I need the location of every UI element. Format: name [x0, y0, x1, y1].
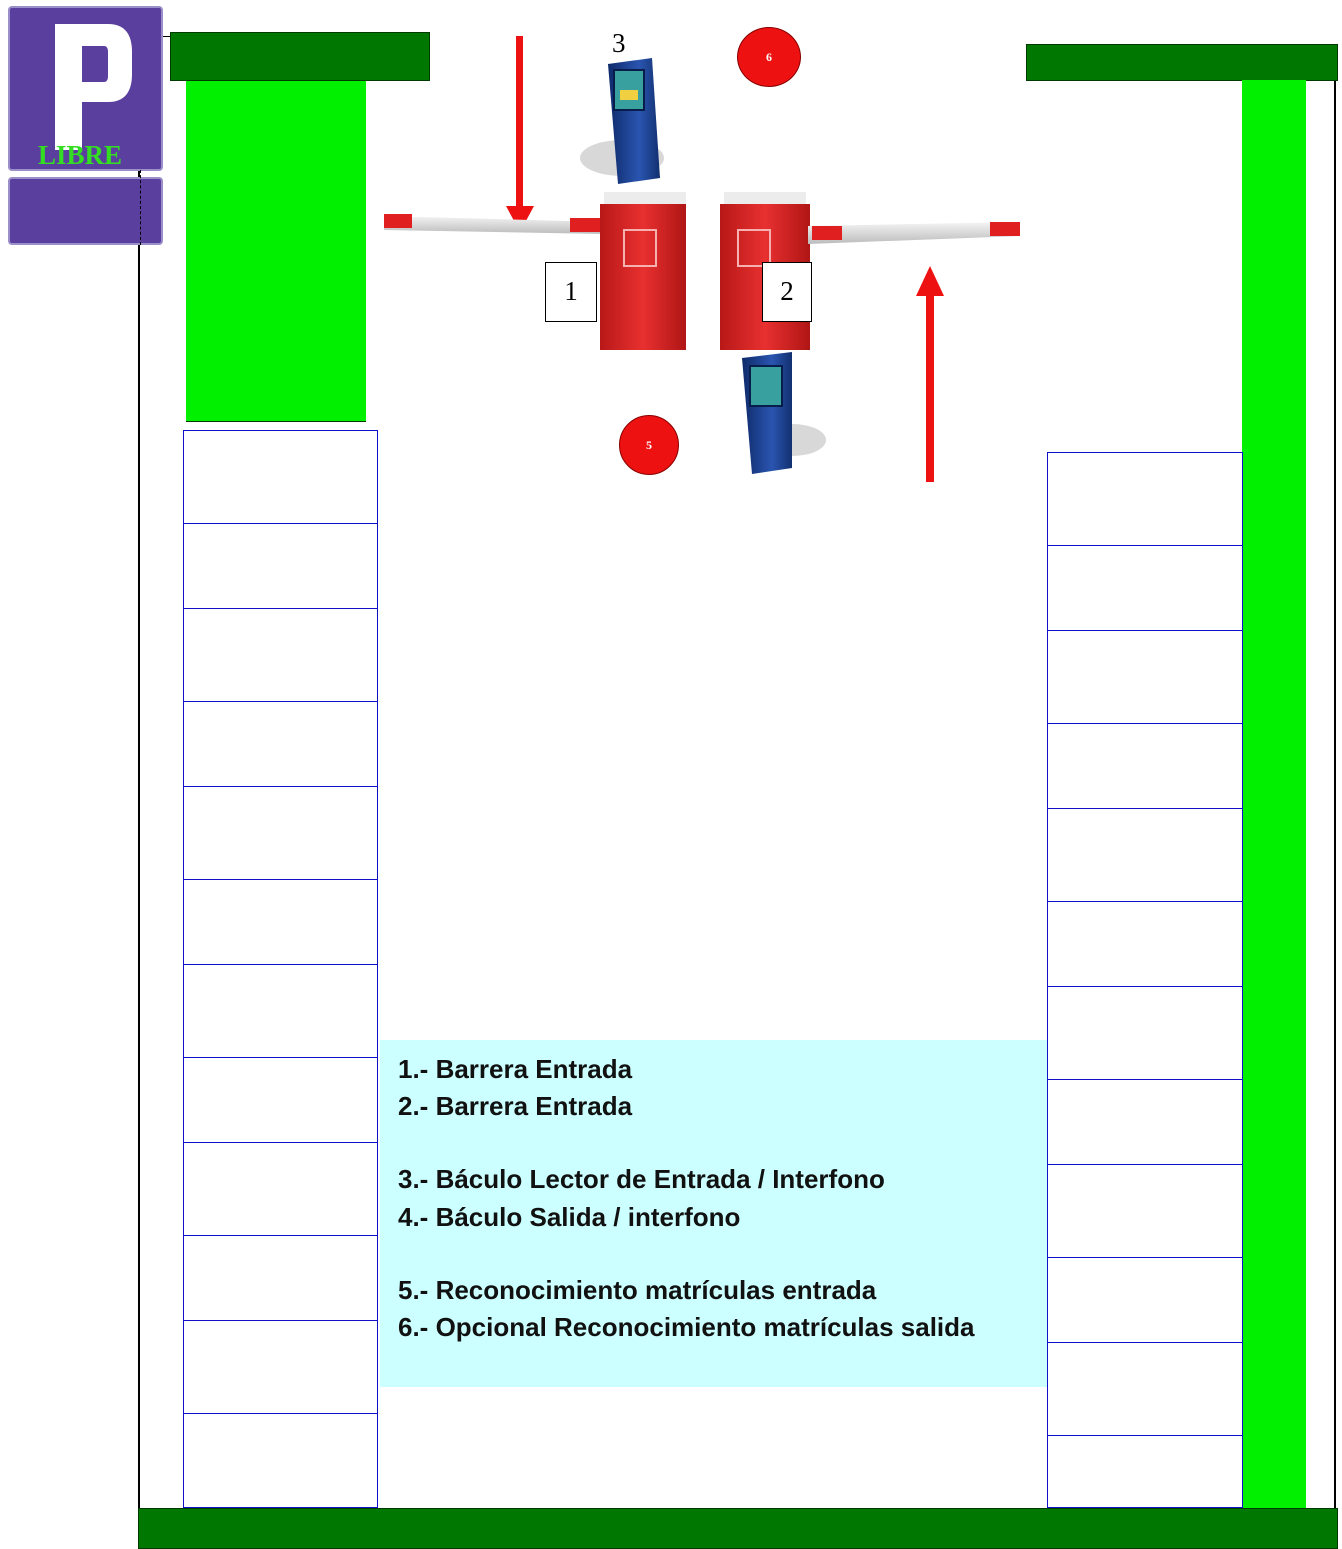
camera-5-label: 5 [646, 437, 652, 452]
parking-space [183, 964, 378, 1058]
lot-outline-right [1334, 80, 1336, 1510]
kiosk-icon [580, 58, 664, 184]
parking-space [1047, 808, 1243, 902]
parking-space [183, 786, 378, 880]
parking-space [183, 1235, 378, 1321]
parking-space [1047, 901, 1243, 987]
arrow-down-icon [506, 36, 534, 232]
arrow-up-icon [916, 266, 944, 482]
sign-status-label: LIBRE [38, 140, 123, 170]
sign-divider [140, 170, 142, 245]
parking-space [183, 1057, 378, 1143]
parking-sign-icon: LIBRE [8, 6, 163, 171]
reader-3-label: 3 [612, 28, 626, 58]
green-zone-left [186, 81, 366, 422]
legend-item-3: 3.- Báculo Lector de Entrada / Interfono [398, 1164, 885, 1194]
green-zone-right [1242, 80, 1306, 1508]
parking-space [1047, 545, 1243, 631]
parking-space [1047, 1164, 1243, 1258]
wall-top-right [1026, 44, 1338, 81]
parking-space [1047, 1079, 1243, 1165]
entrance-equipment [384, 36, 1020, 482]
parking-space [1047, 723, 1243, 809]
kiosk-icon [742, 352, 826, 474]
legend-item-1: 1.- Barrera Entrada [398, 1054, 633, 1084]
parking-space [183, 608, 378, 702]
wall-top-left [170, 32, 430, 81]
parking-space [183, 523, 378, 609]
camera-6-label: 6 [766, 49, 772, 64]
parking-space [1047, 1342, 1243, 1436]
parking-space [1047, 452, 1243, 546]
lot-outline-left [138, 38, 140, 1510]
parking-space [183, 1320, 378, 1414]
wall-bottom [138, 1508, 1338, 1549]
parking-space [1047, 986, 1243, 1080]
legend-item-5: 5.- Reconocimiento matrículas entrada [398, 1275, 877, 1305]
barrier-icon [384, 192, 686, 350]
parking-space [183, 701, 378, 787]
parking-space [183, 879, 378, 965]
parking-space [1047, 630, 1243, 724]
parking-space [183, 1413, 378, 1508]
camera-marker-icon: 6 [737, 27, 801, 87]
legend-box: 1.- Barrera Entrada 2.- Barrera Entrada … [380, 1040, 1047, 1387]
barrier-icon [720, 192, 1020, 350]
barrier-2-label: 2 [762, 262, 812, 322]
legend-item-2: 2.- Barrera Entrada [398, 1091, 633, 1121]
legend-item-4: 4.- Báculo Salida / interfono [398, 1202, 741, 1232]
parking-space [183, 430, 378, 524]
camera-marker-icon: 5 [619, 415, 679, 475]
barrier-1-label: 1 [545, 262, 597, 322]
sign-lower-panel [8, 177, 163, 245]
legend-item-6: 6.- Opcional Reconocimiento matrículas s… [398, 1312, 975, 1342]
parking-space [1047, 1435, 1243, 1508]
parking-space [183, 1142, 378, 1236]
parking-space [1047, 1257, 1243, 1343]
